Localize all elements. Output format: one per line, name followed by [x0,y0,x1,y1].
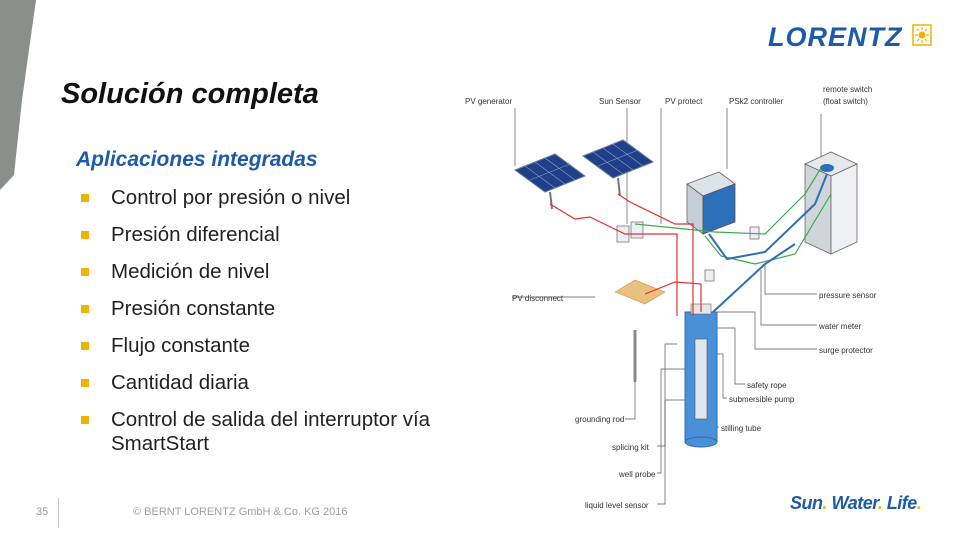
pv-panel-icon [513,153,587,210]
list-item-text: Flujo constante [111,334,251,357]
list-item-text: Medición de nivel [111,260,270,283]
list-item-text: Presión constante [111,297,276,320]
list-item: Control por presión o nivel [76,186,496,210]
bullet-square-icon [81,231,89,239]
slogan-dot: . [877,493,883,513]
float-switch-label: (float switch) [823,97,868,106]
surge-protector-label: surge protector [819,346,873,355]
water-tank-icon [804,151,858,255]
slide-title: Solución completa [61,78,319,110]
slogan-dot: . [822,493,828,513]
page-number: 35 [36,506,49,518]
list-item: Cantidad diaria [76,371,496,395]
stilling-tube-label: stilling tube [721,424,762,433]
list-item-text: Presión diferencial [111,223,280,246]
safety-rope-label: safety rope [747,381,787,390]
bullet-square-icon [81,194,89,202]
bullet-square-icon [81,342,89,350]
well-casing-icon [684,303,718,448]
remote-switch-label: remote switch [823,85,872,94]
lorentz-logo: LORENTZ [768,22,903,52]
pv-disconnect-label: PV disconnect [512,294,564,303]
system-diagram: PV generator Sun Sensor PV protect PSk2 … [465,85,877,510]
list-item: Control de salida del interruptor vía Sm… [76,408,496,456]
list-item: Medición de nivel [76,260,496,284]
list-item: Presión constante [76,297,496,321]
sun-sensor-label: Sun Sensor [599,97,641,106]
list-item-text: Control por presión o nivel [111,186,351,209]
pv-protect-label: PV protect [665,97,703,106]
grounding-rod-label: grounding rod [575,415,624,424]
footer-divider [58,498,59,528]
controller-box-icon [686,171,736,235]
bullet-square-icon [81,379,89,387]
section-subtitle: Aplicaciones integradas [76,148,318,171]
feature-list: Control por presión o nivel Presión dife… [76,186,496,469]
slogan-word-water: Water [831,493,879,513]
pv-generator-label: PV generator [465,97,512,106]
psk2-controller-label: PSk2 controller [729,97,784,106]
copyright-text: © BERNT LORENTZ GmbH & Co. KG 2016 [133,506,348,518]
brand-slogan: Sun. Water. Life. [790,493,922,514]
list-item-text: Control de salida del interruptor vía Sm… [111,408,431,455]
slogan-word-life: Life [886,493,918,513]
water-meter-label: water meter [818,322,862,331]
bullet-square-icon [81,416,89,424]
slogan-dot: . [916,493,922,513]
slogan-word-sun: Sun [790,493,823,513]
pv-panel-icon [581,139,655,197]
well-probe-label: well probe [618,470,656,479]
list-item: Flujo constante [76,334,496,358]
list-item: Presión diferencial [76,223,496,247]
bullet-square-icon [81,268,89,276]
submersible-pump-label: submersible pump [729,395,795,404]
sun-logo-icon [912,24,932,46]
splicing-kit-label: splicing kit [612,443,650,452]
pressure-sensor-label: pressure sensor [819,291,877,300]
list-item-text: Cantidad diaria [111,371,249,394]
bullet-square-icon [81,305,89,313]
liquid-level-sensor-label: liquid level sensor [585,501,649,510]
